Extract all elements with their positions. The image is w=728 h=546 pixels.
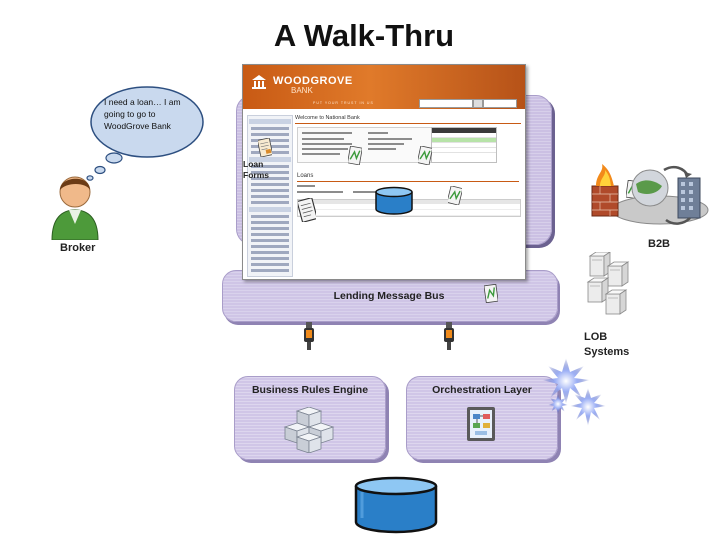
bus-connector-left-icon [304,322,314,350]
bank-nav-dropdown[interactable] [483,99,517,108]
speech-bubble-tail-icon [86,152,123,181]
welcome-panel [297,127,449,163]
lob-servers-icon [586,252,630,315]
message-document-icon [348,146,362,165]
message-document-icon [418,146,432,165]
broker-speech-text: I need a loan… I am going to go to WoodG… [104,97,181,131]
slide-title: A Walk-Thru [273,18,455,53]
loans-heading: Loans [297,173,314,179]
bank-website-screenshot: WOODGROVE BANK PUT YOUR TRUST IN US Welc… [242,64,526,280]
bank-header: WOODGROVE BANK PUT YOUR TRUST IN US [243,65,525,109]
lob-systems-label: LOB Systems [584,331,630,358]
database-icon [354,476,438,534]
message-document-icon [484,284,498,303]
rates-table [431,127,497,163]
loan-form-document-icon [298,198,316,222]
bank-logo-icon [252,75,266,89]
bus-connector-right-icon [444,322,454,350]
loan-form-document-icon [258,138,272,157]
cubes-icon [283,407,335,453]
lending-message-bus-label: Lending Message Bus [333,290,445,302]
welcome-heading: Welcome to National Bank [295,115,360,121]
speech-bubble [90,86,204,158]
broker-label: Broker [60,242,96,254]
bank-search-box[interactable] [419,99,473,108]
bank-brand: WOODGROVE [273,75,353,87]
broker-person-icon [51,176,99,240]
business-rules-engine: Business Rules Engine [234,376,386,460]
business-rules-engine-label: Business Rules Engine [251,384,369,396]
b2b-label: B2B [648,238,671,250]
orchestration-layer-label: Orchestration Layer [432,384,532,396]
loan-forms-label: Loan Forms [243,159,269,180]
portal-database-icon [375,186,413,215]
b2b-network-icon [591,164,709,225]
bank-brand-sub: BANK [291,86,313,95]
message-document-icon [448,186,462,205]
orchestration-layer: Orchestration Layer [406,376,558,460]
sparkle-icon [542,358,606,426]
bank-search-button[interactable] [473,99,483,108]
orchestration-monitor-icon [467,407,495,441]
bank-tagline: PUT YOUR TRUST IN US [313,101,374,105]
